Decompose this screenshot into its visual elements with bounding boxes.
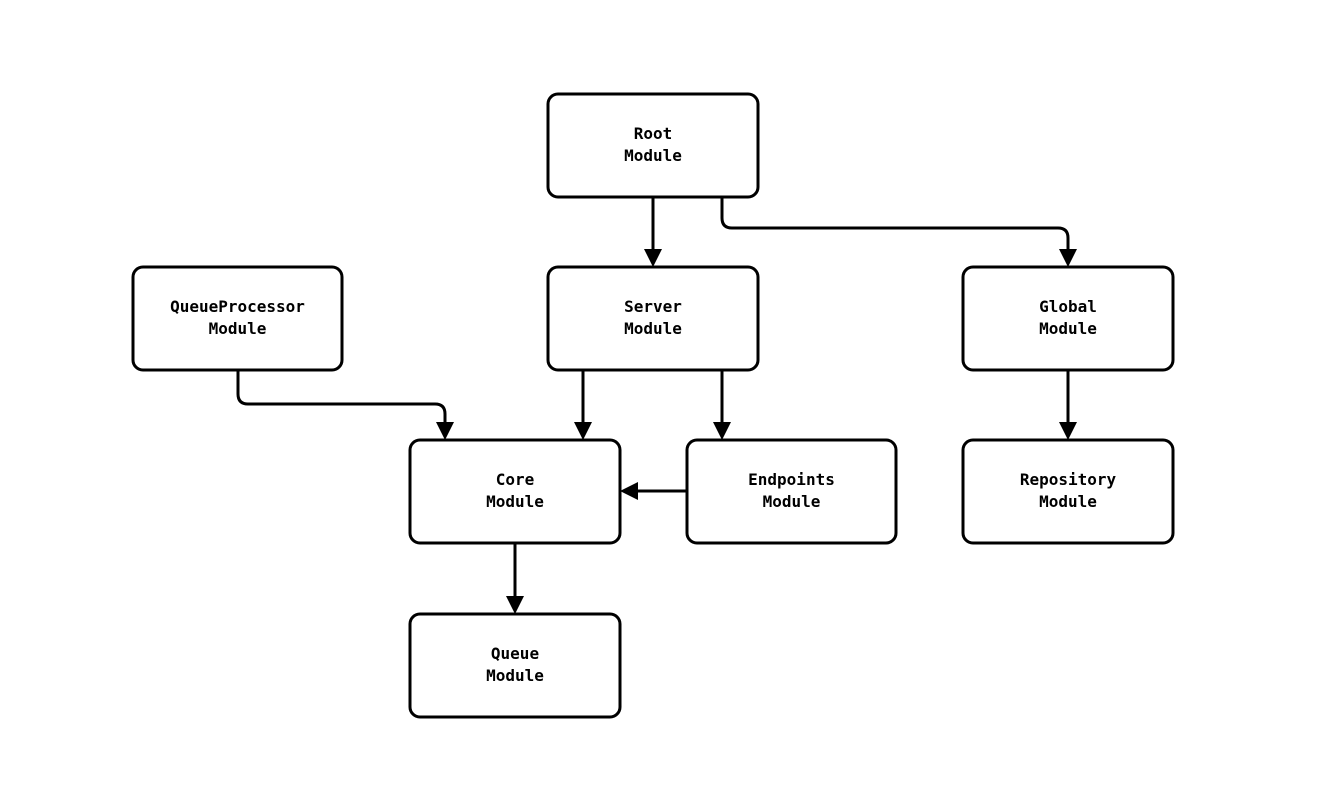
arrowhead-root-to-server	[644, 249, 662, 267]
node-label-core-module-line2: Module	[486, 492, 544, 511]
node-server-module[interactable]: Server Module	[546, 265, 760, 372]
edge-root-to-global	[720, 197, 1077, 267]
arrowhead-root-to-global	[1059, 249, 1077, 267]
node-box-queue-module[interactable]	[408, 612, 622, 719]
arrowhead-server-to-endpoints	[713, 422, 731, 440]
edge-endpoints-to-core	[620, 482, 687, 500]
edge-root-to-server	[644, 197, 662, 267]
edges-layer	[236, 197, 1077, 614]
arrowhead-endpoints-to-core	[620, 482, 638, 500]
edge-line-queueprocessor-to-core	[236, 370, 447, 427]
edge-core-to-queue	[506, 543, 524, 614]
edge-line-root-to-global	[720, 197, 1070, 254]
node-label-global-module-line2: Module	[1039, 319, 1097, 338]
node-label-global-module-line1: Global	[1039, 297, 1097, 316]
node-label-server-module-line2: Module	[624, 319, 682, 338]
edge-server-to-endpoints	[713, 370, 731, 440]
node-core-module[interactable]: Core Module	[408, 438, 622, 545]
edge-server-to-core	[574, 370, 592, 440]
node-endpoints-module[interactable]: Endpoints Module	[685, 438, 898, 545]
node-label-repository-module-line2: Module	[1039, 492, 1097, 511]
node-label-queueprocessor-module-line2: Module	[209, 319, 267, 338]
node-label-core-module-line1: Core	[496, 470, 535, 489]
node-queueprocessor-module[interactable]: QueueProcessor Module	[131, 265, 344, 372]
node-label-endpoints-module-line1: Endpoints	[748, 470, 835, 489]
node-repository-module[interactable]: Repository Module	[961, 438, 1175, 545]
node-box-server-module[interactable]	[546, 265, 760, 372]
node-label-queue-module-line2: Module	[486, 666, 544, 685]
node-label-repository-module-line1: Repository	[1020, 470, 1117, 489]
node-label-root-module-line2: Module	[624, 146, 682, 165]
node-label-queueprocessor-module-line1: QueueProcessor	[170, 297, 305, 316]
node-box-global-module[interactable]	[961, 265, 1175, 372]
node-box-core-module[interactable]	[408, 438, 622, 545]
arrowhead-global-to-repository	[1059, 422, 1077, 440]
nodes-layer: Root Module QueueProcessor Module Server…	[131, 92, 1175, 719]
node-label-queue-module-line1: Queue	[491, 644, 539, 663]
node-box-root-module[interactable]	[546, 92, 760, 199]
node-global-module[interactable]: Global Module	[961, 265, 1175, 372]
node-queue-module[interactable]: Queue Module	[408, 612, 622, 719]
node-box-queueprocessor-module[interactable]	[131, 265, 344, 372]
node-label-endpoints-module-line2: Module	[763, 492, 821, 511]
arrowhead-core-to-queue	[506, 596, 524, 614]
edge-queueprocessor-to-core	[236, 370, 454, 440]
node-box-endpoints-module[interactable]	[685, 438, 898, 545]
arrowhead-queueprocessor-to-core	[436, 422, 454, 440]
node-label-server-module-line1: Server	[624, 297, 682, 316]
node-root-module[interactable]: Root Module	[546, 92, 760, 199]
node-label-root-module-line1: Root	[634, 124, 673, 143]
arrowhead-server-to-core	[574, 422, 592, 440]
node-box-repository-module[interactable]	[961, 438, 1175, 545]
edge-global-to-repository	[1059, 370, 1077, 440]
